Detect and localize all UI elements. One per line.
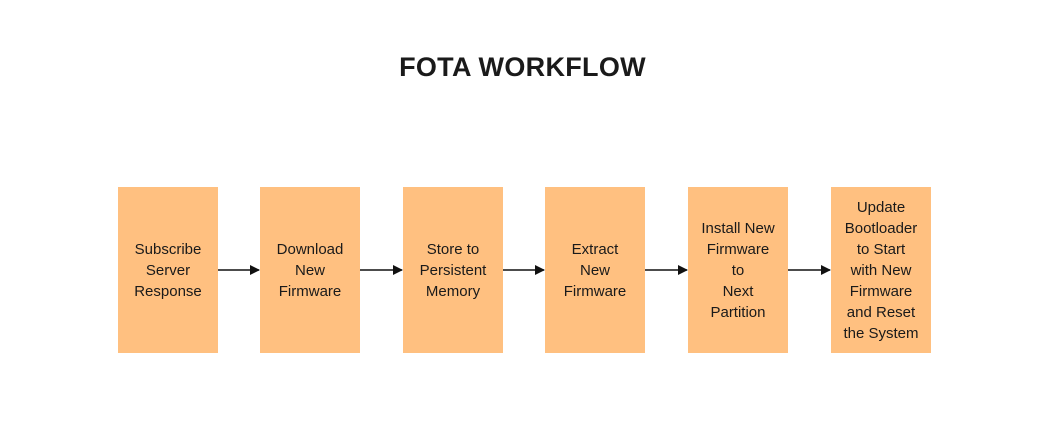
- step-install-new-firmware: Install New Firmware to Next Partition: [688, 187, 788, 353]
- step-label: Download New Firmware: [276, 240, 344, 300]
- step-label: Update Bootloader to Start with New Firm…: [843, 198, 919, 342]
- step-label: Store to Persistent Memory: [419, 240, 487, 300]
- step-label: Install New Firmware to Next Partition: [701, 219, 775, 321]
- diagram-title: FOTA WORKFLOW: [399, 52, 646, 82]
- step-label: Extract New Firmware: [563, 240, 627, 300]
- step-download-new-firmware: Download New Firmware: [260, 187, 360, 353]
- step-label: Subscribe Server Response: [134, 240, 202, 300]
- step-subscribe-server-response: Subscribe Server Response: [118, 187, 218, 353]
- step-extract-new-firmware: Extract New Firmware: [545, 187, 645, 353]
- step-update-bootloader: Update Bootloader to Start with New Firm…: [831, 187, 931, 353]
- step-store-to-persistent-memory: Store to Persistent Memory: [403, 187, 503, 353]
